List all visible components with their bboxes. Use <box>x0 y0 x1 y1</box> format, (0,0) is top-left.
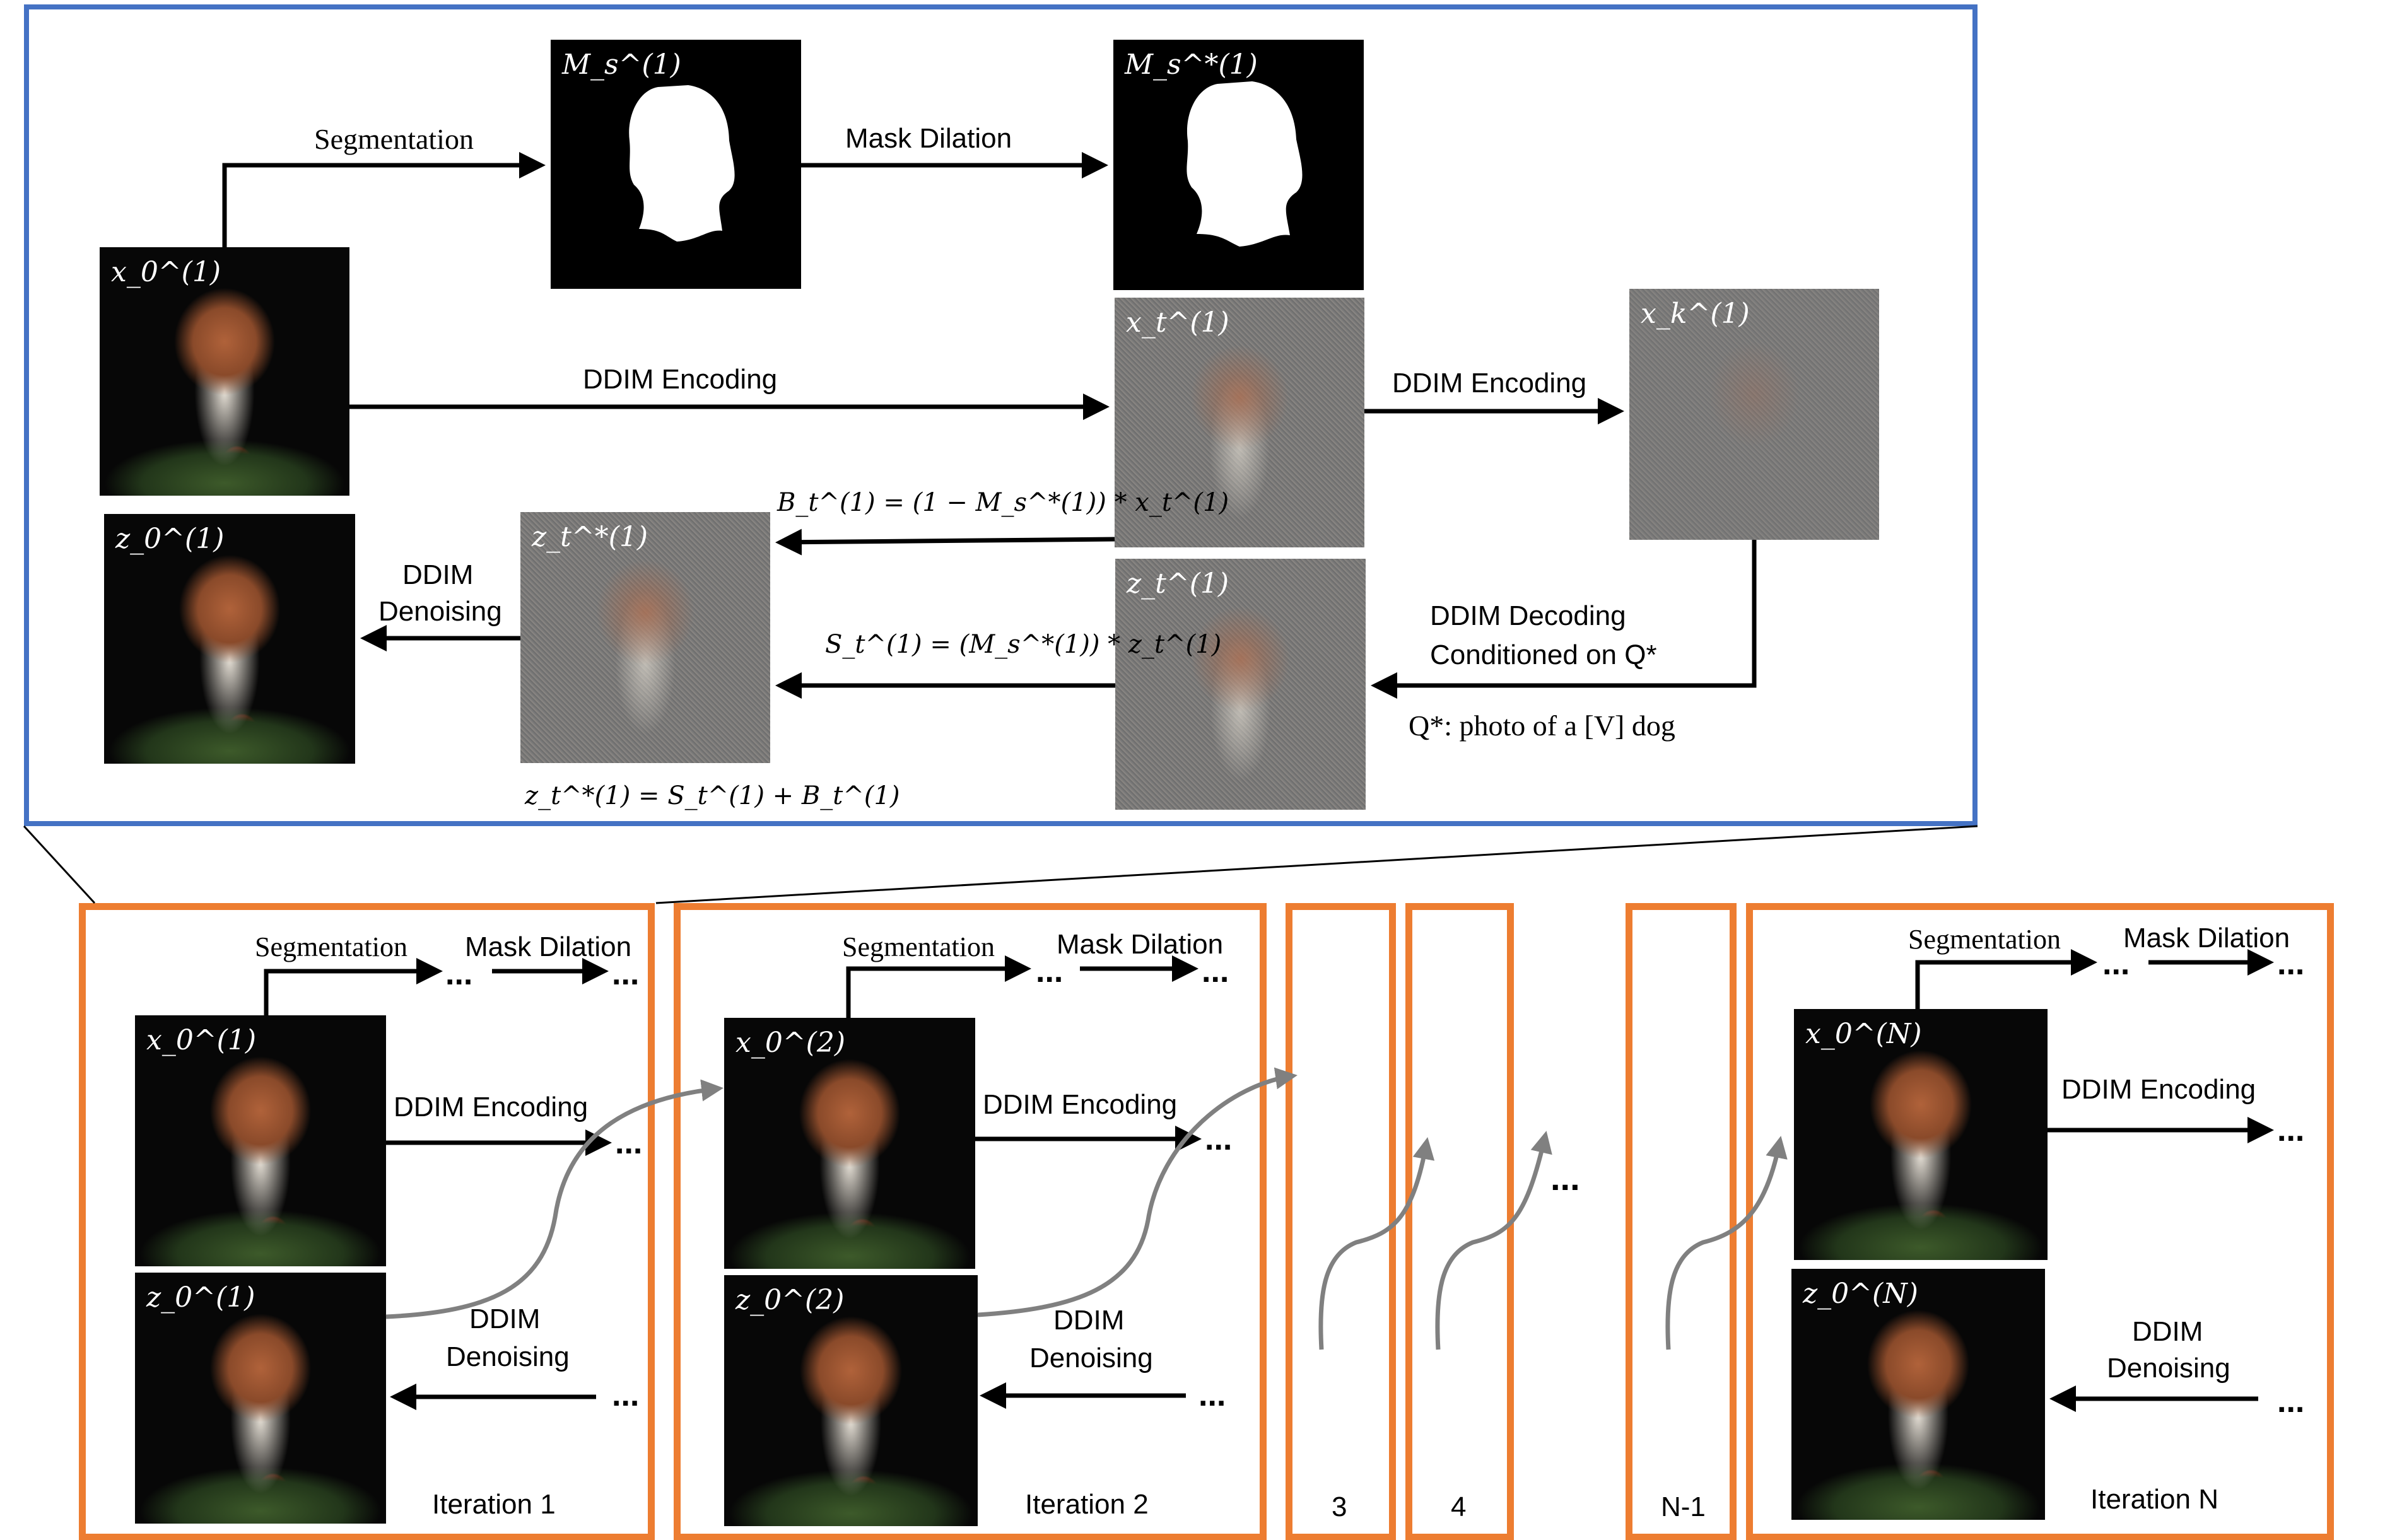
iter2-x0-image: x_0^(2) <box>724 1018 975 1269</box>
iterN-ellipsis-enc: ... <box>2277 1112 2305 1148</box>
image-label: x_0^(2) <box>735 1027 846 1059</box>
mask-silhouette <box>1187 81 1303 247</box>
iteration-frame-1 <box>79 903 655 1540</box>
image-zt: z_t^(1) <box>1115 559 1366 810</box>
image-segmentation-mask: M_s^(1) <box>551 40 801 289</box>
link-curve-4-to-next <box>1435 1131 1552 1350</box>
iter1-label-segmentation: Segmentation <box>255 931 407 962</box>
iterN-arrow-segmentation <box>1915 949 2097 1009</box>
iter1-label-denoising: Denoising <box>446 1341 570 1372</box>
iteration-frame-n <box>1746 903 2334 1540</box>
iter2-label-ddim-encoding: DDIM Encoding <box>983 1089 1178 1120</box>
label-ddim-denoising-line1: DDIM <box>402 559 474 590</box>
iter2-ellipsis-enc: ... <box>1205 1121 1233 1157</box>
link-curve-1-to-2 <box>385 1079 724 1319</box>
iter3-title: 3 <box>1332 1491 1347 1522</box>
equation-background: B_t^(1) = (1 − M_s^*(1)) * x_t^(1) <box>777 488 1229 517</box>
iteration-frame-n-minus-1 <box>1626 903 1737 1540</box>
image-label: x_0^(1) <box>146 1024 257 1056</box>
link-curve-3-to-4 <box>1318 1137 1435 1350</box>
image-label: M_s^(1) <box>562 49 681 81</box>
iter2-label-mask-dilation: Mask Dilation <box>1057 929 1224 960</box>
iter1-arrow-segmentation <box>264 958 443 1015</box>
label-ddim-encoding: DDIM Encoding <box>583 364 778 395</box>
iter-n-minus-1-title: N-1 <box>1661 1491 1706 1522</box>
image-zt-star: z_t^*(1) <box>520 512 770 763</box>
label-ddim-denoising-line2: Denoising <box>378 596 502 627</box>
image-label: x_0^(1) <box>111 256 221 288</box>
iter2-ellipsis-den: ... <box>1198 1377 1226 1413</box>
image-label: x_t^(1) <box>1126 306 1229 339</box>
image-z0-output: z_0^(1) <box>104 514 355 764</box>
iterN-z0-image: z_0^(N) <box>1791 1269 2045 1520</box>
iterN-ellipsis-seg: ... <box>2102 945 2130 982</box>
iter1-label-ddim-encoding: DDIM Encoding <box>394 1092 589 1123</box>
zoom-panel-frame <box>24 4 1978 826</box>
image-label: z_0^(1) <box>115 523 225 555</box>
iterN-x0-image: x_0^(N) <box>1794 1009 2048 1260</box>
iter1-x0-image: x_0^(1) <box>135 1015 386 1266</box>
iter1-ellipsis-enc: ... <box>615 1124 643 1161</box>
image-label: z_0^(1) <box>146 1281 255 1314</box>
iter2-label-denoising: Denoising <box>1029 1343 1153 1374</box>
iter2-label-segmentation: Segmentation <box>842 931 995 962</box>
image-x0-input: x_0^(1) <box>100 247 349 496</box>
iter2-z0-image: z_0^(2) <box>724 1275 978 1526</box>
image-label: z_t^(1) <box>1127 568 1229 600</box>
iter2-title: Iteration 2 <box>1025 1489 1149 1520</box>
zoom-connector-left <box>23 825 96 904</box>
iter1-ellipsis-seg: ... <box>445 955 473 992</box>
image-label: x_0^(N) <box>1805 1018 1922 1050</box>
iter1-ellipsis-den: ... <box>612 1377 640 1413</box>
label-ddim-encoding-second: DDIM Encoding <box>1392 368 1587 399</box>
image-label: M_s^*(1) <box>1125 49 1258 81</box>
iteration-frame-3 <box>1286 903 1396 1540</box>
iterN-label-segmentation: Segmentation <box>1908 924 2061 955</box>
image-label: z_0^(2) <box>735 1284 845 1316</box>
iter2-arrow-segmentation <box>846 955 1031 1018</box>
iterN-label-ddim-encoding: DDIM Encoding <box>2061 1074 2256 1105</box>
equation-subject: S_t^(1) = (M_s^*(1)) * z_t^(1) <box>825 630 1222 659</box>
zoom-connector-right <box>655 825 1978 904</box>
iter2-label-ddim: DDIM <box>1053 1305 1125 1336</box>
image-dilated-mask: M_s^*(1) <box>1113 40 1364 290</box>
iter4-title: 4 <box>1451 1491 1467 1522</box>
iter1-ellipsis-mask: ... <box>612 955 640 992</box>
iter2-ellipsis-mask: ... <box>1202 953 1229 989</box>
arrow-background <box>775 528 1115 556</box>
iter1-label-ddim: DDIM <box>469 1304 541 1334</box>
between-ellipsis: ... <box>1550 1158 1580 1198</box>
label-query-text: Q*: photo of a [V] dog <box>1409 709 1675 742</box>
image-label: x_k^(1) <box>1641 298 1750 330</box>
iterN-ellipsis-den: ... <box>2277 1383 2305 1420</box>
iterN-label-ddim: DDIM <box>2132 1316 2203 1347</box>
iterN-label-denoising: Denoising <box>2107 1353 2230 1384</box>
iter1-z0-image: z_0^(1) <box>135 1273 386 1524</box>
iter1-label-mask-dilation: Mask Dilation <box>465 931 632 962</box>
arrow-segmentation <box>222 152 546 247</box>
image-label: z_0^(N) <box>1803 1278 1918 1310</box>
label-ddim-decoding: DDIM Decoding <box>1430 600 1626 631</box>
iterN-ellipsis-mask: ... <box>2277 945 2305 982</box>
image-label: z_t^*(1) <box>532 521 648 553</box>
link-curve-2-to-3 <box>977 1067 1298 1317</box>
iter2-ellipsis-seg: ... <box>1036 953 1064 989</box>
iter1-title: Iteration 1 <box>432 1489 556 1520</box>
mask-silhouette <box>629 85 735 242</box>
image-xt-noisy: x_t^(1) <box>1115 298 1364 547</box>
equation-combine: z_t^*(1) = S_t^(1) + B_t^(1) <box>525 781 900 810</box>
label-mask-dilation: Mask Dilation <box>845 123 1012 154</box>
image-xk-noisy: x_k^(1) <box>1629 289 1879 540</box>
link-curve-n-minus-1-to-n <box>1665 1136 1788 1350</box>
iterN-title: Iteration N <box>2090 1484 2218 1515</box>
arrow-ddim-decoding <box>1371 540 1757 699</box>
iterN-label-mask-dilation: Mask Dilation <box>2123 923 2290 954</box>
label-conditioned-on: Conditioned on Q* <box>1430 639 1657 670</box>
iteration-frame-2 <box>674 903 1267 1540</box>
label-segmentation: Segmentation <box>314 123 474 155</box>
